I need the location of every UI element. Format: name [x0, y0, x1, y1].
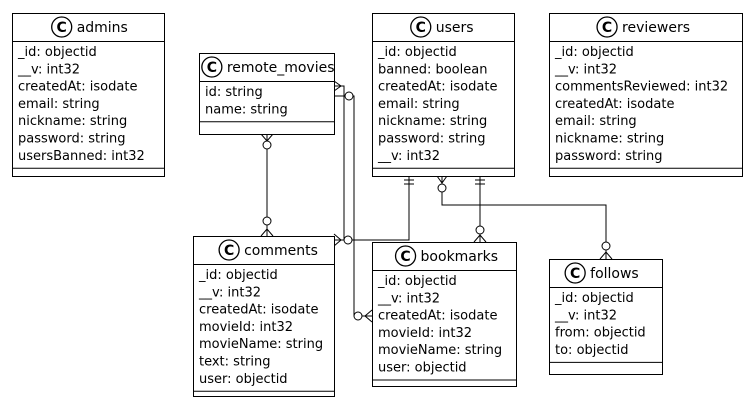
entity-box: [12, 13, 165, 177]
entity-field: createdAt: isodate: [18, 80, 137, 95]
entity-field: _id: objectid: [554, 291, 634, 306]
zero-or-many-marker: [599, 241, 613, 260]
entity-field: __v: int32: [377, 291, 440, 306]
entity-field: createdAt: isodate: [378, 80, 497, 95]
entity-box: [372, 242, 517, 387]
class-icon: [596, 16, 618, 38]
zero-or-many-marker: [353, 309, 373, 323]
entity-field: createdAt: isodate: [555, 97, 674, 112]
class-icon: [201, 56, 223, 78]
relation-line-users-comments: [338, 176, 410, 241]
entity-field: email: string: [18, 97, 100, 112]
entity-title: reviewers: [622, 20, 690, 36]
entity-field: movieId: int32: [199, 320, 293, 335]
class-icon: [564, 262, 586, 284]
entity-field: __v: int32: [198, 285, 261, 300]
class-icon-letter: C: [207, 60, 217, 76]
class-icon: [394, 245, 417, 267]
entity-field: _id: objectid: [554, 45, 634, 60]
entity-field: createdAt: isodate: [378, 309, 497, 324]
entity-field: _id: objectid: [377, 45, 457, 60]
entity-title: follows: [590, 266, 639, 282]
entity-field: text: string: [199, 355, 271, 370]
entity-field: _id: objectid: [198, 268, 278, 283]
entity-title: admins: [77, 20, 128, 36]
entity-field: __v: int32: [377, 149, 440, 164]
relation-line-remote-movies-bookmarks-b: [334, 95, 372, 317]
entity-field: id: string: [205, 85, 263, 100]
entity-field: nickname: string: [378, 114, 487, 129]
entity-title: users: [436, 20, 474, 36]
zero-or-many-marker: [473, 225, 487, 243]
class-icon-letter: C: [602, 20, 612, 36]
entity-box: [372, 13, 515, 177]
entity-box: [193, 236, 335, 397]
entity-field: password: string: [18, 132, 126, 147]
entity-field: __v: int32: [554, 308, 617, 323]
entity-field: user: objectid: [199, 372, 288, 387]
entity-field: movieId: int32: [378, 326, 472, 341]
zero-or-many-marker: [260, 216, 274, 237]
entity-title: remote_movies: [227, 60, 335, 76]
entity-field: password: string: [555, 149, 663, 164]
entity-field: movieName: string: [199, 337, 323, 352]
zero-or-many-marker: [436, 175, 448, 193]
entity-box: [549, 13, 743, 177]
relation-markers: [260, 80, 613, 323]
zero-or-many-marker: [333, 233, 353, 247]
relation-line-remote-movies-bookmarks-a: [334, 85, 345, 241]
exactly-one-marker: [475, 179, 485, 185]
entity-field: email: string: [555, 114, 637, 129]
entity-field: password: string: [378, 132, 486, 147]
class-icon-letter: C: [57, 20, 67, 36]
entity-field: _id: objectid: [377, 274, 457, 289]
entity-field: createdAt: isodate: [199, 303, 318, 318]
entity-field: name: string: [205, 102, 288, 117]
entity-field: to: objectid: [555, 343, 629, 358]
class-icon: [410, 16, 432, 38]
entity-field: __v: int32: [17, 62, 80, 77]
class-icon: [218, 239, 240, 261]
entity-field: nickname: string: [555, 132, 664, 147]
entity-field: commentsReviewed: int32: [555, 80, 728, 95]
entity-field: __v: int32: [554, 62, 617, 77]
entity-title: bookmarks: [421, 249, 499, 265]
class-icon-letter: C: [400, 249, 410, 265]
entity-title: comments: [244, 243, 318, 259]
exactly-one-marker: [404, 179, 414, 185]
entity-field: movieName: string: [378, 343, 502, 358]
entity-field: from: objectid: [555, 326, 646, 341]
zero-or-many-marker: [333, 80, 354, 101]
entity-field: usersBanned: int32: [18, 149, 145, 164]
entity-field: banned: boolean: [378, 62, 487, 77]
zero-or-many-marker: [260, 133, 274, 150]
class-icon-letter: C: [570, 266, 580, 282]
class-icon-letter: C: [224, 243, 234, 259]
class-icon: [51, 16, 73, 38]
class-icon-letter: C: [416, 20, 426, 36]
entity-field: _id: objectid: [17, 45, 97, 60]
entity-field: nickname: string: [18, 114, 127, 129]
entity-field: email: string: [378, 97, 460, 112]
entity-field: user: objectid: [378, 361, 467, 376]
